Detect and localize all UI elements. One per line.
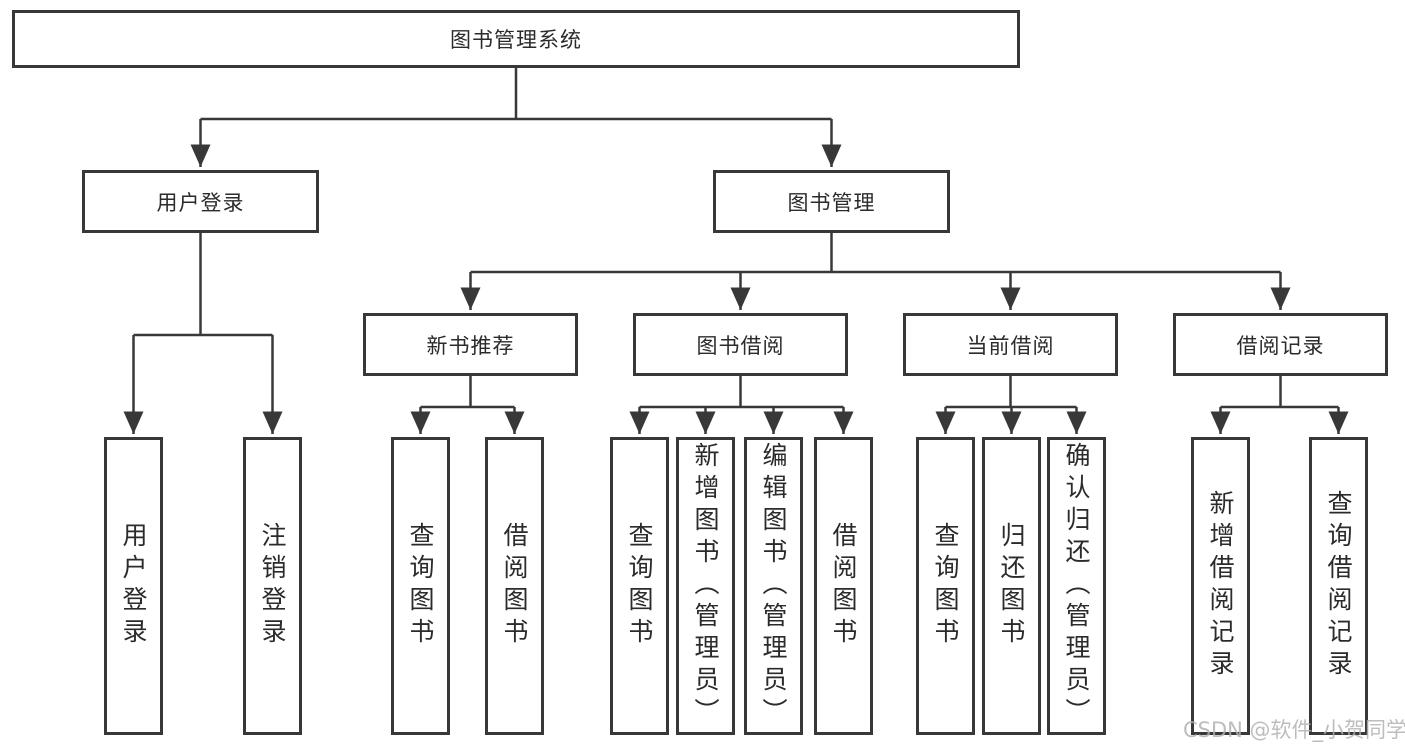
node-current-return-books: 归还图书	[982, 437, 1041, 735]
node-book-management: 图书管理	[713, 170, 950, 233]
node-borrowing-records: 借阅记录	[1173, 313, 1388, 376]
node-book-borrowing: 图书借阅	[633, 313, 848, 376]
node-logout-action: 注销登录	[243, 437, 302, 735]
node-current-borrowing: 当前借阅	[903, 313, 1118, 376]
node-records-search-borrow-record: 查询借阅记录	[1309, 437, 1368, 735]
node-current-confirm-return-admin: 确认归还（管理员）	[1047, 437, 1106, 735]
node-new-book-recommendation: 新书推荐	[363, 313, 578, 376]
node-current-search-books: 查询图书	[916, 437, 975, 735]
node-borrowing-search-books: 查询图书	[610, 437, 669, 735]
node-borrowing-edit-books-admin: 编辑图书（管理员）	[744, 437, 803, 735]
node-user-login: 用户登录	[82, 170, 319, 233]
node-library-management-system: 图书管理系统	[12, 10, 1020, 68]
node-recommend-borrow-books: 借阅图书	[485, 437, 544, 735]
node-borrowing-add-books-admin: 新增图书（管理员）	[676, 437, 735, 735]
node-borrowing-borrow-books: 借阅图书	[814, 437, 873, 735]
node-records-add-borrow-record: 新增借阅记录	[1191, 437, 1250, 735]
node-recommend-search-books: 查询图书	[391, 437, 450, 735]
node-user-login-action: 用户登录	[104, 437, 163, 735]
